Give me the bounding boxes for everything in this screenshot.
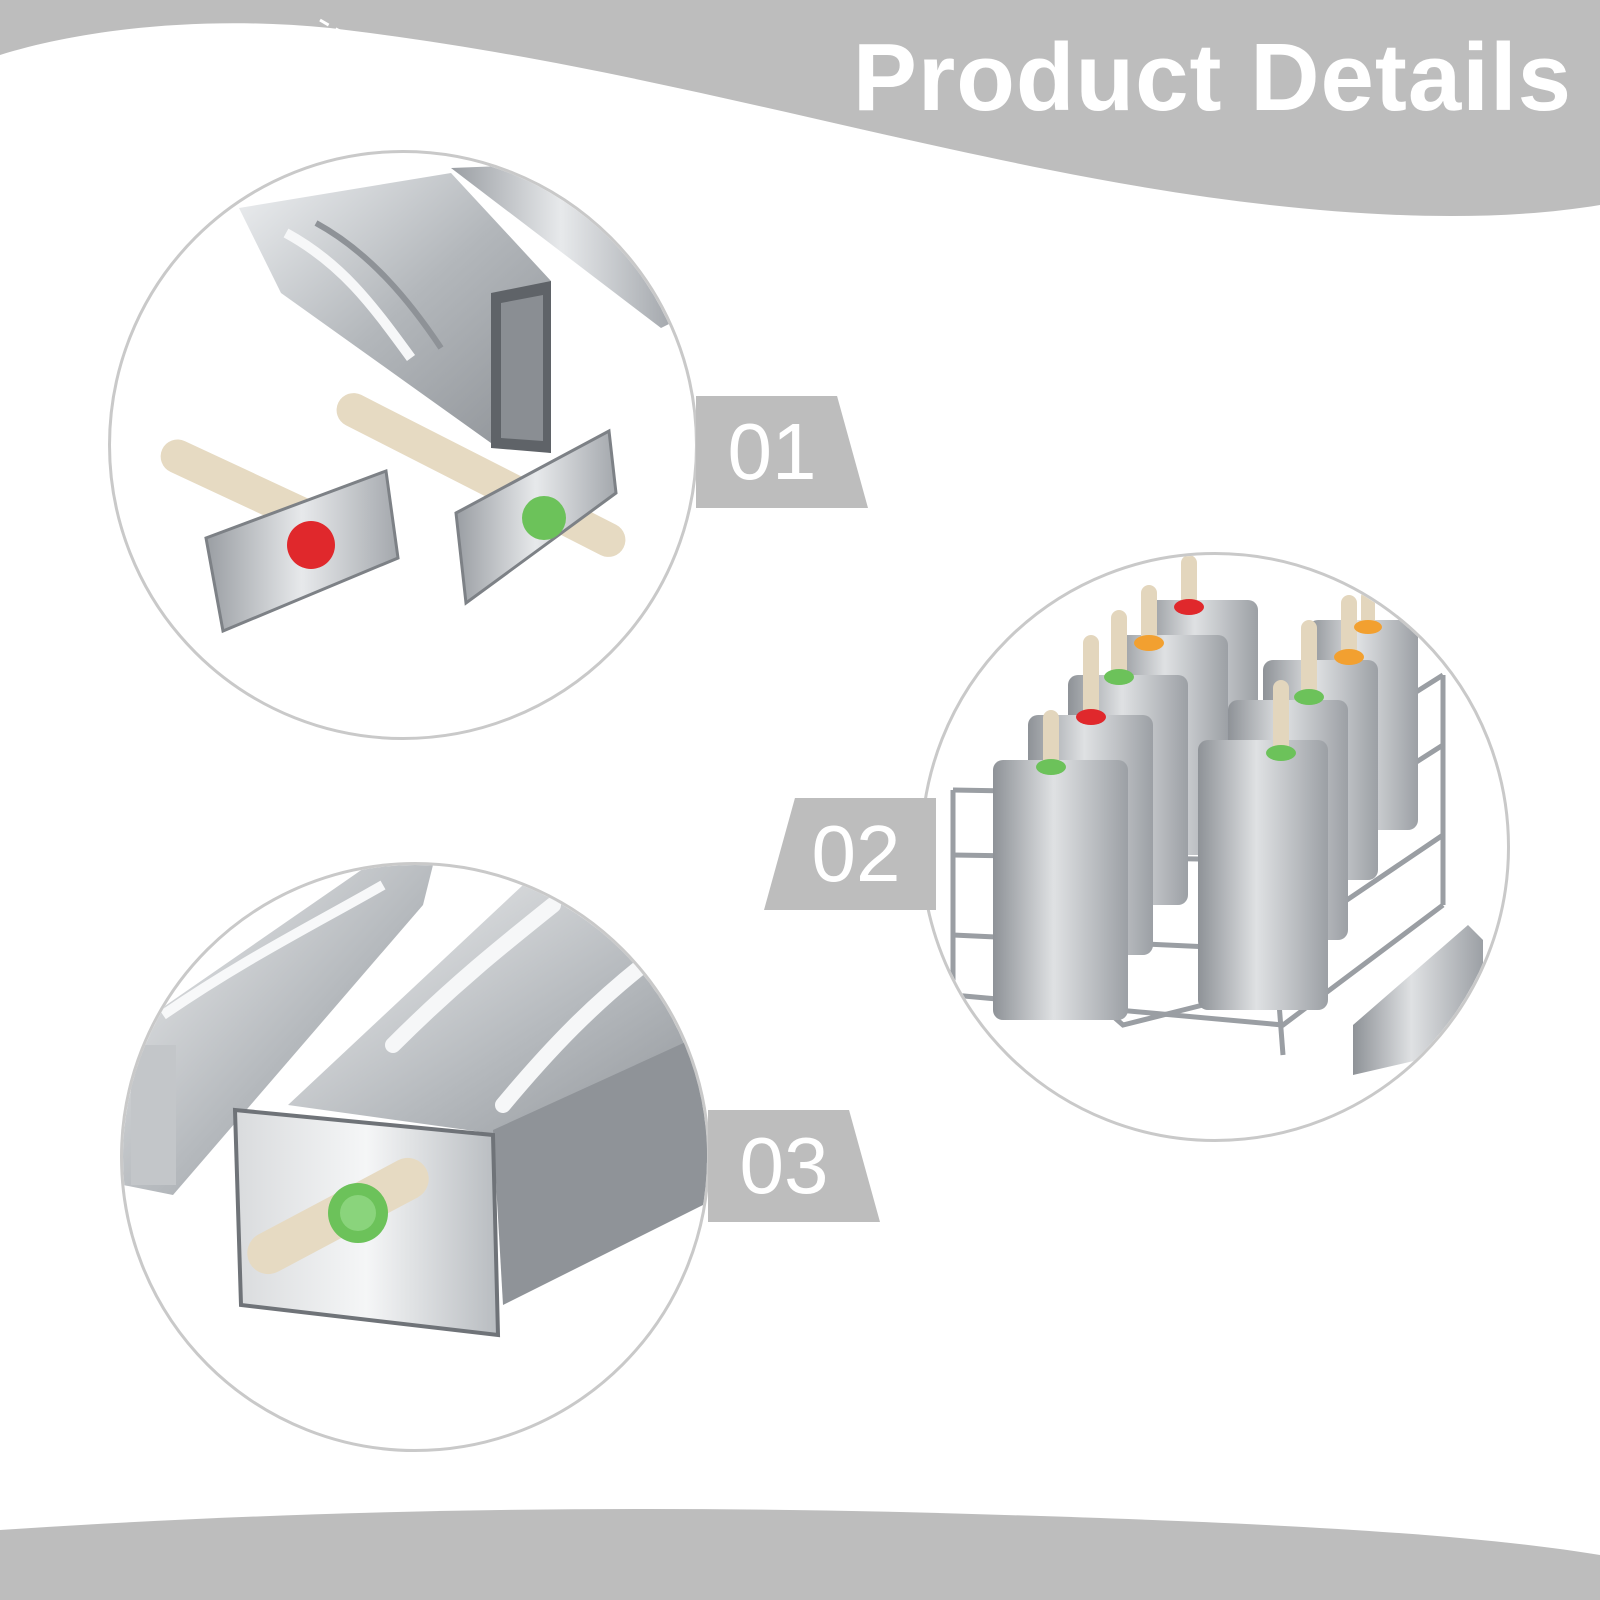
page-title: Product Details [852, 24, 1572, 131]
footer-band [0, 1509, 1600, 1600]
detail-image-03 [120, 862, 710, 1452]
popsicle-rack-illustration [950, 555, 1483, 1075]
mold-lid-closeup-illustration [123, 865, 707, 1338]
detail-number-02: 02 [764, 798, 936, 910]
detail-image-02 [920, 552, 1510, 1142]
detail-number-03: 03 [708, 1110, 880, 1222]
header-dashed-curve [319, 18, 1191, 207]
detail-image-01 [108, 150, 698, 740]
header-band [0, 0, 1600, 217]
detail-number-01: 01 [696, 396, 868, 508]
detail-number-03-label: 03 [739, 1121, 829, 1210]
detail-number-02-label: 02 [811, 809, 901, 898]
detail-number-01-label: 01 [727, 407, 817, 496]
popsicle-mold-parts-illustration [160, 163, 671, 634]
